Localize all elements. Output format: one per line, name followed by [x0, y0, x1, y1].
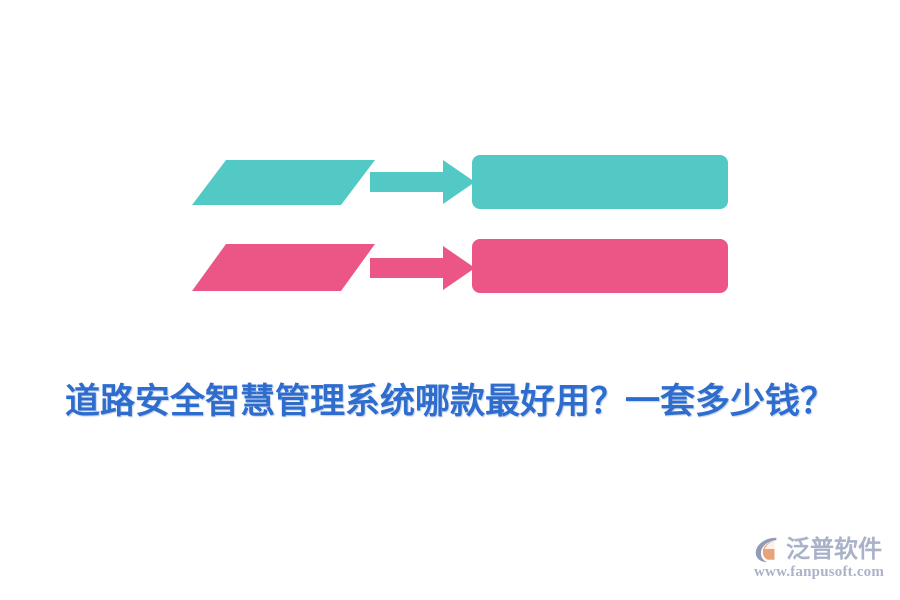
flow-row-pink — [192, 239, 728, 293]
flow-diagram — [192, 155, 728, 293]
brand-url: www.fanpusoft.com — [754, 564, 885, 580]
rounded-rect-shape-teal[interactable] — [472, 155, 728, 209]
fanpu-logo-icon — [755, 537, 777, 563]
page-title: 道路安全智慧管理系统哪款最好用？一套多少钱？ — [64, 382, 835, 421]
flow-diagram-canvas — [192, 155, 728, 293]
brand-watermark[interactable]: 泛普软件 www.fanpusoft.com — [752, 534, 892, 592]
parallelogram-shape-teal[interactable] — [192, 160, 375, 205]
brand-name: 泛普软件 — [786, 535, 882, 563]
arrow-icon-pink — [370, 246, 475, 290]
brand-row: 泛普软件 — [752, 534, 882, 564]
flow-row-teal — [192, 155, 728, 209]
rounded-rect-shape-pink[interactable] — [472, 239, 728, 293]
parallelogram-shape-pink[interactable] — [192, 244, 375, 291]
arrow-icon-teal — [370, 160, 475, 204]
